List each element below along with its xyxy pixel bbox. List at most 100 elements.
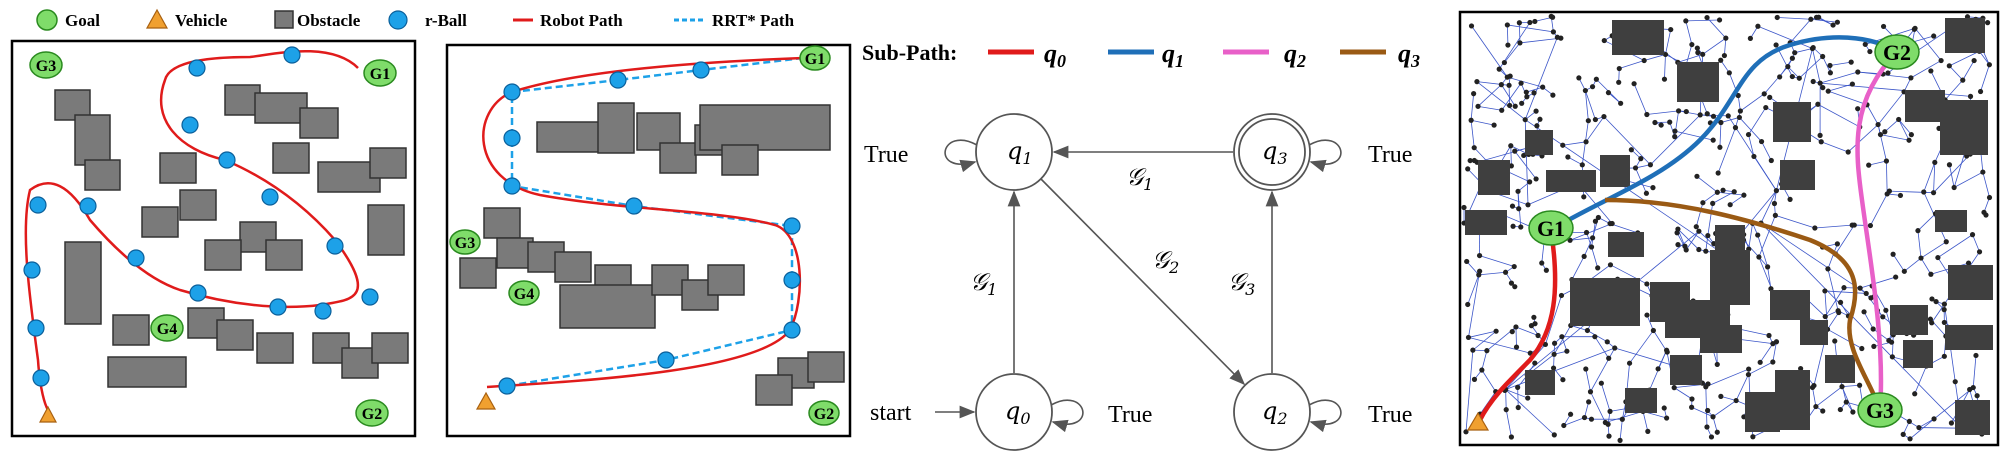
goal-label: G2 [1883, 40, 1911, 65]
tree-node [1884, 191, 1890, 197]
tree-node [1700, 51, 1706, 57]
tree-edge [1789, 19, 1812, 44]
tree-node [1976, 249, 1983, 255]
tree-node [1983, 212, 1989, 218]
tree-edge [1545, 295, 1562, 345]
obstacle [807, 351, 845, 383]
tree-node [1915, 228, 1921, 234]
state-q3-label: q3 [1262, 137, 1288, 168]
tree-edge [1478, 271, 1506, 276]
edge-q1-q2 [1040, 178, 1246, 386]
tree-edge [1866, 104, 1879, 125]
tree-edge [1904, 257, 1922, 272]
tree-edge [1465, 350, 1474, 432]
tree-node [1641, 57, 1647, 64]
tree-node [1704, 424, 1710, 430]
tree-node [1974, 393, 1980, 399]
tree-node [1766, 332, 1772, 339]
tree-node [1825, 88, 1831, 94]
tree-node [1525, 202, 1531, 208]
tree-node [1848, 59, 1854, 65]
rball [692, 61, 710, 79]
tree-node [1880, 314, 1886, 320]
tree-edge [1933, 153, 1971, 193]
tree-node [1467, 157, 1473, 164]
tree-edge [1619, 419, 1623, 441]
tree-edge [1524, 119, 1725, 255]
tree-node [1756, 254, 1762, 260]
tree-node [1565, 154, 1571, 160]
tree-node [1468, 23, 1475, 29]
tree-node [1837, 299, 1844, 306]
tree-node [1980, 169, 1986, 175]
tree-edge [1501, 82, 1522, 111]
tree-node [1774, 14, 1780, 21]
tree-node [1505, 42, 1511, 48]
tree-edge [1609, 223, 1638, 234]
tree-edge [1702, 37, 1727, 55]
tree-node [1867, 48, 1873, 55]
tree-node [1932, 159, 1938, 166]
tree-node [1551, 340, 1558, 346]
tree-node [1537, 116, 1543, 122]
tree-node [1593, 76, 1599, 82]
panel-1-rballs [23, 46, 379, 387]
tree-edge [1524, 37, 1558, 120]
goal-marker [363, 59, 397, 87]
tree-node [1941, 307, 1947, 313]
tree-node [1714, 429, 1720, 435]
tree-node [1592, 334, 1598, 340]
tree-node [1882, 129, 1888, 135]
tree-edge [1567, 156, 1583, 166]
tree-node [1513, 324, 1519, 330]
subpath-q0-label: q0 [1044, 39, 1066, 71]
state-q2 [1233, 373, 1311, 451]
tree-edge [1594, 336, 1610, 359]
tree-edge [1812, 48, 1821, 84]
tree-node [1509, 329, 1515, 335]
tree-node [1496, 66, 1502, 72]
tree-node [1689, 396, 1695, 402]
obstacle [179, 189, 217, 221]
legend-robot-path-label: Robot Path [540, 11, 623, 30]
edge-q1-q2-label: 𝒢2 [1152, 246, 1179, 277]
obstacle [1773, 102, 1811, 142]
tree-edge [1644, 54, 1666, 61]
tree-edge [1590, 347, 1616, 392]
tree-node [1809, 384, 1816, 391]
tree-node [1714, 361, 1720, 368]
tree-node [1889, 354, 1895, 360]
tree-node [1834, 241, 1840, 247]
tree-edge [1608, 92, 1621, 104]
rball [361, 288, 379, 306]
tree-node [1645, 428, 1651, 434]
tree-node [1720, 187, 1726, 193]
tree-node [1871, 343, 1877, 349]
tree-edge [1917, 230, 1922, 259]
tree-node [1509, 203, 1516, 209]
tree-node [1985, 20, 1991, 26]
tree-node [1471, 91, 1477, 97]
loop-q1 [944, 139, 978, 173]
loop-q2-label: True [1368, 402, 1412, 428]
tree-node [1617, 437, 1623, 443]
obstacle [141, 206, 179, 238]
panel-2-rrt-path [506, 56, 804, 388]
tree-node [1755, 23, 1761, 29]
tree-node [1506, 82, 1512, 88]
tree-node [1907, 436, 1913, 442]
tree-node [1531, 314, 1537, 320]
obstacle [1525, 130, 1553, 155]
tree-node [1885, 70, 1891, 76]
tree-node [1928, 68, 1934, 74]
tree-edge [1841, 384, 1860, 388]
tree-edge [1712, 416, 1718, 433]
tree-node [1810, 78, 1816, 85]
rball [189, 284, 207, 302]
tree-edge [1633, 83, 1648, 115]
tree-node [1475, 103, 1481, 109]
tree-edge [1937, 234, 1973, 258]
obstacle [112, 314, 150, 346]
tree-node [1817, 80, 1823, 86]
legend-goal-label: Goal [65, 11, 100, 30]
